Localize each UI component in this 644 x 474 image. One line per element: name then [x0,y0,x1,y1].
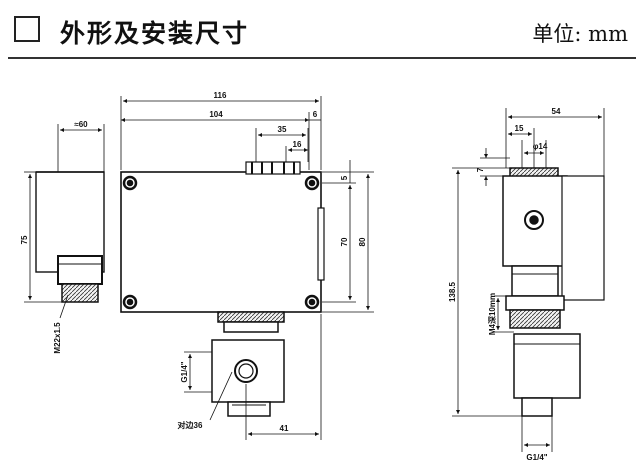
side-dim-port: G1/4" [526,453,547,462]
dim-terminal-span: 35 [278,125,287,134]
dim-side-height: 75 [20,235,29,244]
dim-hole-pitch: 70 [340,237,349,246]
dim-wrench: 对边36 [178,420,203,430]
header-divider [8,57,636,59]
side-dim-diameter: φ14 [533,142,548,151]
header: 外形及安装尺寸 单位: mm [0,0,644,60]
side-dim-mount-hole: M4深10mm [487,293,497,335]
dim-edge: 6 [313,110,318,119]
front-view: 116 104 6 35 16 ≈60 75 5 70 80 M22x1.5 G… [20,91,374,440]
side-neck [511,265,559,297]
side-dim-overall-height: 138.5 [448,281,457,302]
unit-label: 单位: mm [532,22,628,46]
checkbox-square-icon [14,16,40,42]
front-dimension-lines [24,96,374,440]
side-coil-nut-center [529,215,539,225]
dim-port-offset: 41 [280,424,289,433]
dim-top-offset: 5 [340,175,349,180]
side-port [521,397,553,417]
main-enclosure [120,161,325,313]
dim-terminal-offset: 16 [293,140,302,149]
dim-body-width: 104 [209,110,223,119]
side-valve-block [513,333,581,399]
left-side-body [35,171,105,303]
side-dim-overall-width: 54 [552,107,561,116]
side-dimension-lines [452,108,605,452]
dim-thread: M22x1.5 [53,322,62,354]
side-dim-top-gap: 7 [476,167,485,172]
side-dim-inner-offset: 15 [515,124,524,133]
page-title: 外形及安装尺寸 [60,19,250,48]
dim-body-height: 80 [358,237,367,246]
side-knurl-ring [509,309,561,329]
dim-overall-width: 116 [214,91,227,100]
dim-front-port: G1/4" [180,361,189,382]
front-fitting [211,311,285,417]
dim-side-width: ≈60 [74,120,88,129]
side-housing [561,175,605,301]
side-view: 54 15 φ14 7 138.5 M4深10mm G1/4" [448,107,605,462]
side-flange [505,295,565,311]
